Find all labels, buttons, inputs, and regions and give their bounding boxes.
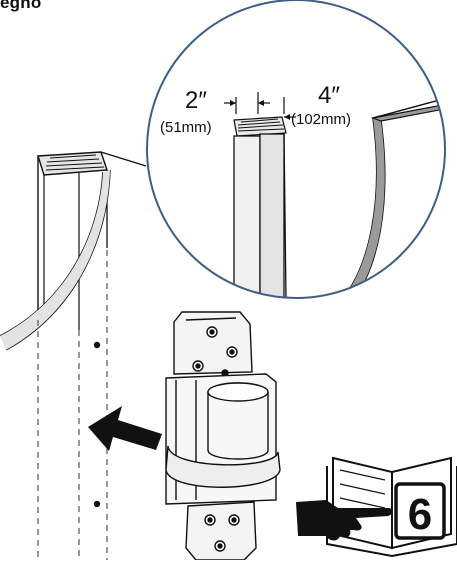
stud-grain — [45, 154, 105, 171]
magnifier-detail: 2″ (51mm) 4″ (102mm) — [146, 0, 446, 299]
magnifier-background — [147, 0, 445, 298]
bracket-upper-plate — [173, 311, 253, 375]
drywall-edge — [0, 171, 104, 337]
stud-depth-mm: (102mm) — [291, 111, 351, 128]
wall-stud-section — [0, 151, 147, 560]
dimension-lines — [224, 92, 296, 120]
magnified-stud-front — [259, 133, 285, 298]
magnifier-ring — [146, 0, 446, 299]
stud-width-mm: (51mm) — [160, 119, 212, 136]
insert-arrow-icon — [88, 406, 162, 451]
bracket-clamp-ring — [165, 445, 281, 488]
magnified-stud-side — [233, 135, 261, 298]
screw-hole — [93, 500, 101, 508]
stud-width-inches: 2″ — [185, 87, 207, 114]
stud-depth-inches: 4″ — [318, 82, 340, 109]
screw-hole — [93, 341, 101, 349]
section-heading: egno — [0, 0, 42, 12]
page-number-box — [394, 482, 446, 540]
reference-page-number: 6 — [408, 490, 432, 539]
mounting-bracket — [165, 311, 281, 561]
pointing-hand-icon — [296, 500, 393, 541]
hidden-stud-lines — [37, 250, 108, 560]
